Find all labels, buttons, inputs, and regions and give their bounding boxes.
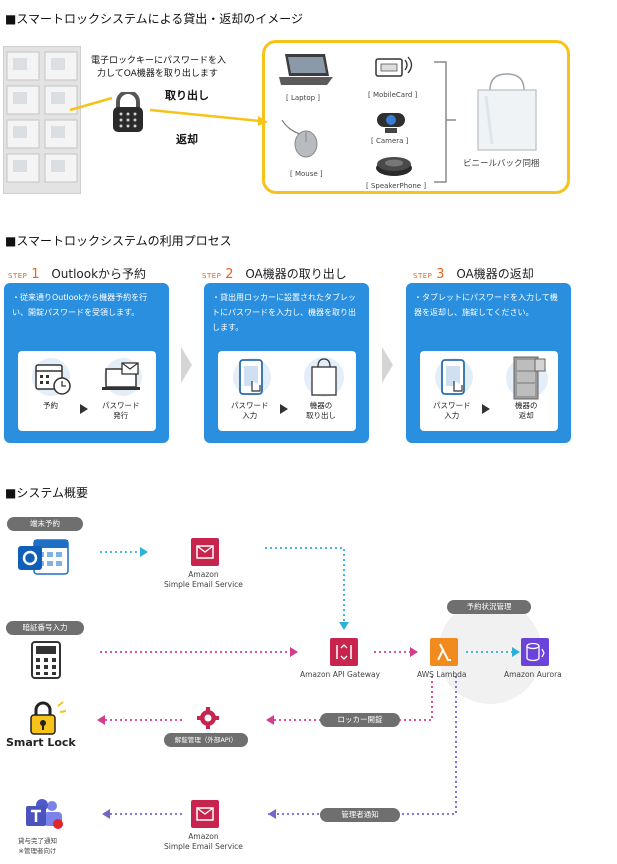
reservation-mgmt-pill: 予約状況管理 [447,600,531,614]
step2-heading: STEP 2 OA機器の取り出し [202,267,347,282]
step-arrow-2 [382,347,393,383]
tablet-touch-icon [435,358,473,396]
step2-card: ・貸出用ロッカーに設置されたタブレットにパスワードを入力し、機器を取り出します。… [204,283,369,443]
api-gateway-label: Amazon API Gateway [300,670,381,679]
group-bracket [434,61,456,183]
locker-icon [506,356,548,400]
chevron-right-icon [280,404,288,414]
chevron-right-icon [80,404,88,414]
section1-title: ■スマートロックシステムによる貸出・返却のイメージ [5,12,304,26]
bag-label: ビニールバック同梱 [463,159,540,169]
section3-title: ■システム概要 [5,486,88,500]
calendar-clock-icon [32,358,71,396]
step3-icon2-label: 機器の返却 [515,401,538,420]
smart-lock-label: Smart Lock [6,736,76,749]
step3-card: ・タブレットにパスワードを入力して機器を返却し、施錠してください。 パスワード入… [406,283,571,443]
device-label-mobilecard: [ MobileCard ] [368,91,418,99]
ses-email-icon [191,538,219,566]
step3-heading: STEP 3 OA機器の返却 [413,267,534,282]
device-label-laptop: [ Laptop ] [286,94,321,102]
api-gateway-icon [330,638,358,666]
ses-email-icon [191,800,219,828]
smart-lock-icon [30,701,67,735]
device-label-camera: [ Camera ] [371,137,409,145]
speakerphone-icon [376,157,412,176]
step3-desc: ・タブレットにパスワードを入力して機器を返却し、施錠してください。 [414,293,558,317]
locker-cabinet [3,46,81,194]
padlock-icon [113,92,143,132]
laptop-icon [279,54,333,85]
step1-card: ・従来通りOutlookから機器予約を行い、開錠パスワードを受領します。 予約 … [4,283,169,443]
device-label-speakerphone: [ SpeakerPhone ] [366,182,427,190]
return-label: 返却 [176,133,198,146]
aurora-label: Amazon Aurora [504,670,562,679]
lambda-label: AWS Lambda [417,670,467,679]
instruction-line-1: 電子ロックキーにパスワードを入 [91,56,227,66]
device-label-mouse: [ Mouse ] [290,170,323,178]
step1-icon1-label: 予約 [43,401,58,410]
step1-heading: STEP 1 Outlookから予約 [8,267,147,282]
laptop-mail-icon [102,358,142,396]
flow-arrows [69,96,268,126]
step2-desc: ・貸出用ロッカーに設置されたタブレットにパスワードを入力し、機器を取り出します。 [212,293,356,332]
device-box [262,40,570,194]
instruction-line-2: 力してOA機器を取り出します [97,69,218,79]
section2-title: ■スマートロックシステムの利用プロセス [5,234,232,248]
step2-icon2-label: 機器の取り出し [306,401,336,420]
reservation-pill: 端末予約 [7,517,83,531]
step3-icon1-label: パスワード入力 [433,401,471,420]
step-arrow-1 [181,347,192,383]
teams-label: 貸与完了通知※管理者向け [18,837,57,855]
gear-icon [197,707,219,729]
step1-icon2-label: パスワード発行 [102,401,140,420]
outlook-calendar-icon [18,539,69,575]
keypad-icon [31,641,61,679]
admin-notify-pill: 管理者通知 [320,808,400,822]
mobilecard-icon [375,56,413,77]
shopping-bag-icon [304,357,344,397]
teams-icon [26,799,63,829]
locker-open-pill: ロッカー開錠 [320,713,400,727]
tablet-touch-icon [233,358,271,396]
unlock-mgmt-pill: 解錠管理（外部API） [164,733,248,747]
pin-entry-pill: 暗証番号入力 [6,621,84,635]
step3-inner: パスワード入力 機器の返却 [420,351,558,431]
architecture-connectors [97,547,542,819]
aurora-icon [521,638,549,666]
step2-inner: パスワード入力 機器の取り出し [218,351,356,431]
mouse-icon [281,119,318,158]
step2-icon1-label: パスワード入力 [231,401,269,420]
lambda-icon [430,638,458,666]
camera-icon [377,113,405,133]
step1-desc: ・従来通りOutlookから機器予約を行い、開錠パスワードを受領します。 [12,293,148,317]
plastic-bag-icon [477,73,537,151]
take-out-label: 取り出し [165,89,209,102]
chevron-right-icon [482,404,490,414]
step1-inner: 予約 パスワード発行 [18,351,156,431]
